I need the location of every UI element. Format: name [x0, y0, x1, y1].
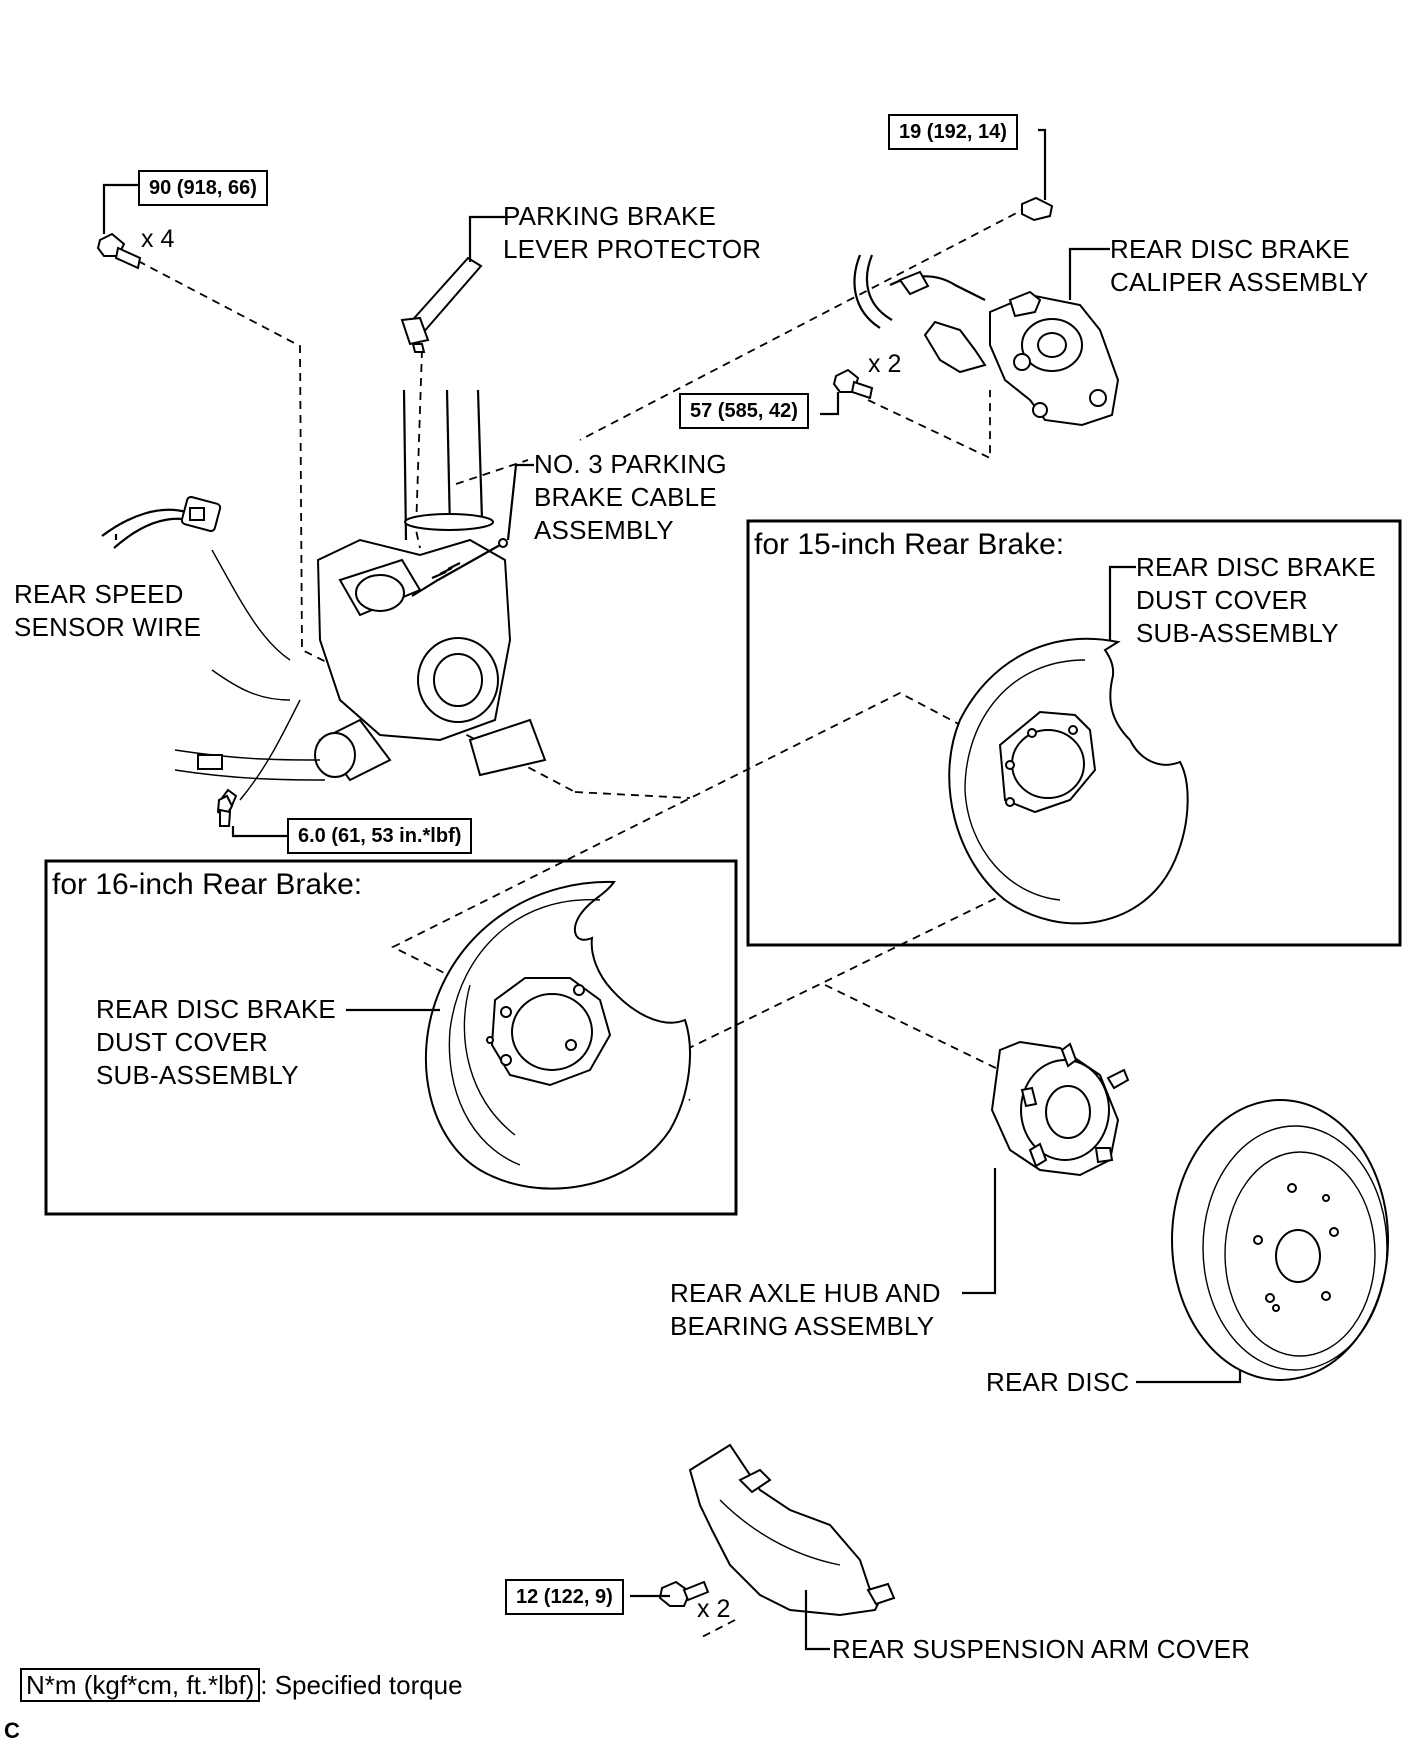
- label-line: SUB-ASSEMBLY: [96, 1060, 299, 1090]
- label-rear-disc-brake-caliper: REAR DISC BRAKE CALIPER ASSEMBLY: [1110, 233, 1369, 299]
- parking-brake-lever-protector-part: [400, 256, 483, 353]
- caliper-hose-bolt-part: [1021, 196, 1054, 222]
- label-line: REAR AXLE HUB AND: [670, 1278, 941, 1308]
- rear-disc-brake-caliper-part: [853, 254, 1120, 427]
- box-15-title: for 15-inch Rear Brake:: [754, 528, 1065, 561]
- caliper-bolt-part: [832, 368, 874, 400]
- qty-spindle-bolt: x 4: [141, 225, 175, 253]
- label-rear-speed-sensor-wire: REAR SPEED SENSOR WIRE: [14, 578, 201, 644]
- rear-suspension-arm-cover-part: [658, 1443, 896, 1617]
- label-line: REAR DISC BRAKE: [96, 994, 336, 1024]
- label-line: SUB-ASSEMBLY: [1136, 618, 1339, 648]
- label-line: LEVER PROTECTOR: [503, 234, 762, 264]
- rear-axle-hub-part: [990, 1040, 1130, 1177]
- rear-axle-carrier: [174, 389, 547, 813]
- spindle-bolt-part: [96, 232, 142, 270]
- legend-unit: N*m (kgf*cm, ft.*lbf): [20, 1668, 261, 1702]
- label-line: NO. 3 PARKING: [534, 449, 727, 479]
- label-line: CALIPER ASSEMBLY: [1110, 267, 1369, 297]
- box-15-inch: [746, 519, 1402, 947]
- torque-spindle-bolt: 90 (918, 66): [138, 170, 268, 206]
- label-line: REAR DISC BRAKE: [1136, 552, 1376, 582]
- label-line: BRAKE CABLE: [534, 482, 717, 512]
- label-line: ASSEMBLY: [534, 515, 674, 545]
- dust-cover-15-part: [948, 637, 1189, 925]
- torque-sensor-bolt: 6.0 (61, 53 in.*lbf): [287, 818, 473, 854]
- torque-legend: N*m (kgf*cm, ft.*lbf): Specified torque: [20, 1667, 463, 1703]
- label-line: BEARING ASSEMBLY: [670, 1311, 935, 1341]
- assembly-dashed-lines: [137, 206, 1149, 1639]
- label-dust-cover-16: REAR DISC BRAKE DUST COVER SUB-ASSEMBLY: [96, 993, 336, 1092]
- corner-mark: C: [4, 1718, 20, 1743]
- box-16-title: for 16-inch Rear Brake:: [52, 868, 363, 901]
- legend-text: : Specified torque: [260, 1670, 463, 1700]
- torque-caliper-bolt: 57 (585, 42): [679, 393, 809, 429]
- label-line: REAR DISC BRAKE: [1110, 234, 1350, 264]
- label-rear-suspension-arm-cover: REAR SUSPENSION ARM COVER: [832, 1634, 1251, 1664]
- dust-cover-16-part: [424, 880, 691, 1190]
- rear-disc-part: [1171, 1099, 1389, 1381]
- torque-caliper-hose-bolt: 19 (192, 14): [888, 114, 1018, 150]
- sensor-bolt-part: [216, 794, 234, 827]
- label-line: SENSOR WIRE: [14, 612, 202, 642]
- label-line: PARKING BRAKE: [503, 201, 717, 231]
- rear-speed-sensor-wire-part: [101, 495, 222, 549]
- label-line: DUST COVER: [96, 1027, 268, 1057]
- label-rear-axle-hub: REAR AXLE HUB AND BEARING ASSEMBLY: [670, 1277, 941, 1343]
- qty-caliper-bolt: x 2: [868, 350, 902, 378]
- no3-parking-brake-cable-part: [411, 538, 508, 597]
- qty-arm-cover-bolt: x 2: [697, 1595, 731, 1623]
- label-line: REAR SPEED: [14, 579, 184, 609]
- label-rear-disc: REAR DISC: [986, 1367, 1130, 1397]
- label-no3-parking-brake-cable: NO. 3 PARKING BRAKE CABLE ASSEMBLY: [534, 448, 727, 547]
- label-line: DUST COVER: [1136, 585, 1308, 615]
- torque-arm-cover-bolt: 12 (122, 9): [505, 1579, 624, 1615]
- box-16-inch: [44, 859, 738, 1216]
- label-dust-cover-15: REAR DISC BRAKE DUST COVER SUB-ASSEMBLY: [1136, 551, 1376, 650]
- label-parking-brake-lever-protector: PARKING BRAKE LEVER PROTECTOR: [503, 200, 761, 266]
